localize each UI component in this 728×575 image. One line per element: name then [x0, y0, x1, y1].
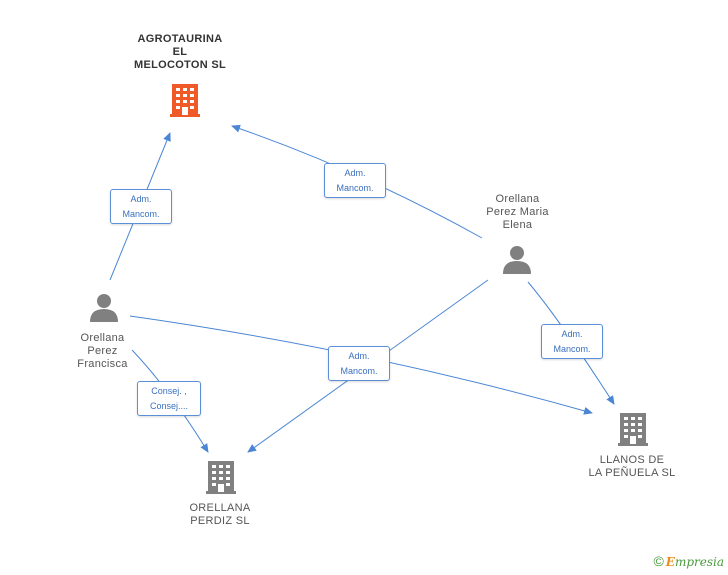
brand-initial: E: [665, 555, 675, 569]
building-icon[interactable]: [618, 413, 648, 446]
building-icon[interactable]: [206, 461, 236, 494]
node-label-agrotaurina[interactable]: AGROTAURINA EL MELOCOTON SL: [133, 33, 226, 71]
edge-label-francisca-perdiz: Consej. , Consej....: [137, 381, 201, 416]
node-label-orellana-maria[interactable]: Orellana Perez Maria Elena: [486, 193, 549, 231]
person-icon[interactable]: [503, 246, 531, 274]
brand-name: mpresia: [674, 555, 724, 569]
building-icon[interactable]: [170, 84, 200, 117]
node-label-orellana-francisca[interactable]: Orellana Perez Francisca: [77, 332, 128, 370]
edge-label-francisca-agrotaurina: Adm. Mancom.: [110, 189, 172, 224]
person-icon[interactable]: [90, 294, 118, 322]
node-label-llanos[interactable]: LLANOS DE LA PEÑUELA SL: [588, 454, 676, 479]
empresia-logo[interactable]: ©Empresia: [653, 553, 724, 569]
copyright-icon: ©: [653, 553, 664, 569]
edge-label-maria-llanos: Adm. Mancom.: [541, 324, 603, 359]
edge-label-center: Adm. Mancom.: [328, 346, 390, 381]
edge-label-maria-agrotaurina: Adm. Mancom.: [324, 163, 386, 198]
node-label-orellana-perdiz[interactable]: ORELLANA PERDIZ SL: [189, 502, 251, 527]
